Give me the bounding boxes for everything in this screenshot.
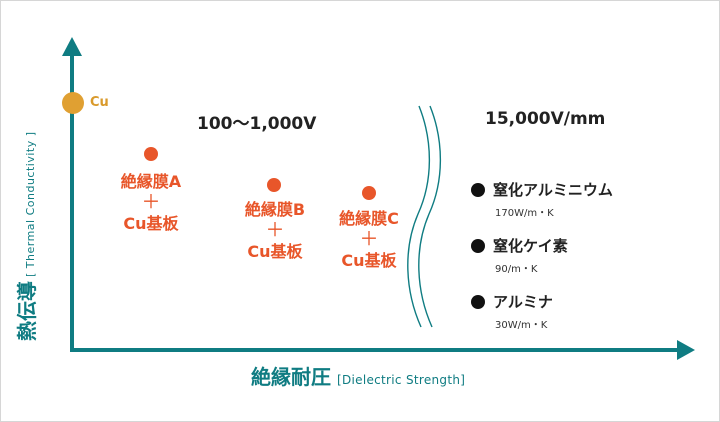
break-curve-right	[418, 105, 442, 328]
film-c-base: Cu基板	[341, 251, 397, 270]
cu-marker	[62, 92, 84, 114]
bullet-icon	[471, 294, 485, 309]
film-b-label: 絶縁膜B ＋ Cu基板	[235, 199, 315, 262]
y-axis-label-jp: 熱伝導	[15, 281, 39, 341]
range-high-label: 15,000V/mm	[485, 109, 606, 129]
film-b-marker	[267, 178, 281, 192]
film-a-label: 絶縁膜A ＋ Cu基板	[111, 171, 191, 234]
material-value: 30W/m・K	[495, 320, 548, 331]
cu-label: Cu	[90, 95, 109, 110]
bullet-icon	[471, 238, 485, 253]
y-axis-label: 熱伝導 [ Thermal Conductivity ]	[11, 131, 40, 341]
material-value: 170W/m・K	[495, 208, 554, 219]
film-a-marker	[144, 147, 158, 161]
film-a-base: Cu基板	[123, 214, 179, 233]
x-axis-label-en: [Dielectric Strength]	[337, 373, 466, 387]
bullet-icon	[471, 182, 485, 197]
material-name: アルミナ	[493, 293, 553, 311]
film-c-name: 絶縁膜C	[339, 209, 399, 228]
material-name: 窒化アルミニウム	[493, 181, 613, 199]
material-value: 90/m・K	[495, 264, 538, 275]
film-c-label: 絶縁膜C ＋ Cu基板	[329, 208, 409, 271]
break-curve-left	[407, 105, 431, 328]
x-axis-label: 絶縁耐圧 [Dielectric Strength]	[251, 361, 465, 390]
material-item-alumina: アルミナ 30W/m・K	[471, 291, 553, 331]
y-axis-arrow	[62, 37, 82, 56]
material-item-sin: 窒化ケイ素 90/m・K	[471, 235, 568, 275]
range-low-label: 100〜1,000V	[197, 114, 317, 134]
material-name: 窒化ケイ素	[493, 237, 568, 255]
material-item-aln: 窒化アルミニウム 170W/m・K	[471, 179, 613, 219]
x-axis-arrow	[677, 340, 695, 360]
film-b-name: 絶縁膜B	[244, 200, 306, 219]
y-axis-label-en: [ Thermal Conductivity ]	[24, 131, 37, 277]
film-a-name: 絶縁膜A	[120, 172, 182, 191]
x-axis-label-jp: 絶縁耐圧	[251, 365, 331, 389]
film-c-marker	[362, 186, 376, 200]
film-c-plus: ＋	[359, 228, 379, 250]
film-a-plus: ＋	[141, 191, 161, 213]
film-b-plus: ＋	[265, 219, 285, 241]
film-b-base: Cu基板	[247, 242, 303, 261]
